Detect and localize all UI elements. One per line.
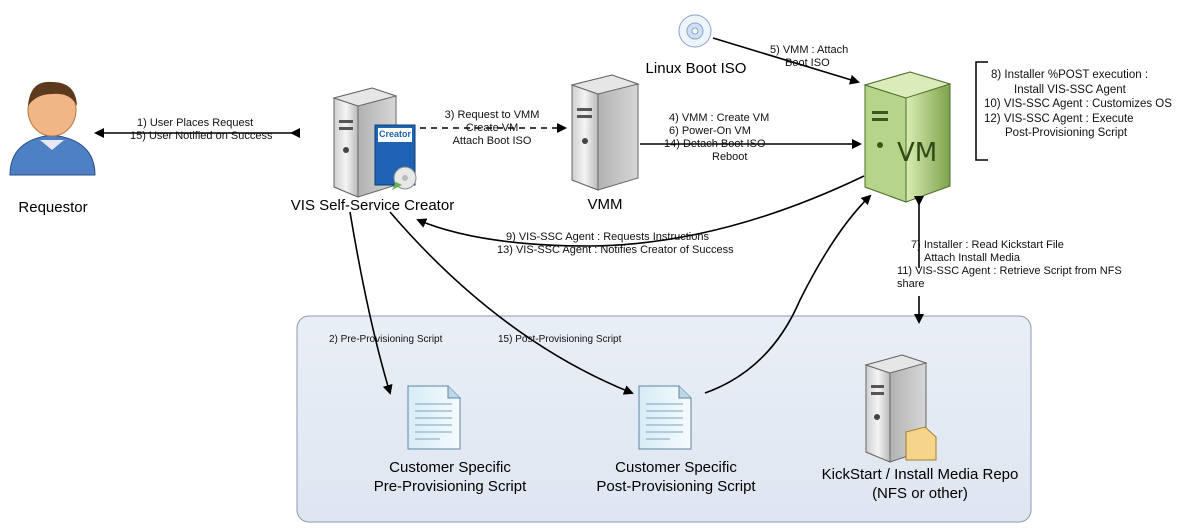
boot-iso-disc-icon [678, 14, 712, 48]
repo-title-line1: KickStart / Install Media Repo [821, 466, 1019, 483]
pre-script-document-icon [407, 385, 461, 450]
edge-installer-repo-line2: Attach Install Media [924, 252, 1020, 264]
vm-note-line4: 12) VIS-SSC Agent : Execute [984, 112, 1134, 125]
repo-title-line2: (NFS or other) [872, 485, 968, 502]
pre-script-title-line2: Pre-Provisioning Script [373, 478, 527, 495]
creator-label: VIS Self-Service Creator [290, 197, 455, 214]
edge-installer-repo-line3: 11) VIS-SSC Agent : Retrieve Script from… [897, 265, 1122, 277]
post-script-title: Customer Specific Post-Provisioning Scri… [576, 458, 776, 496]
vm-notes: 8) Installer %POST execution : Install V… [984, 68, 1172, 141]
edge-creator-vmm-line3: Attach Boot ISO [452, 135, 532, 147]
creator-box-title: Creator [379, 129, 412, 139]
edge-label-creator-vmm: 3) Request to VMM Create VM Attach Boot … [432, 109, 552, 148]
edge-creator-vmm-line2: Create VM [465, 122, 519, 134]
vm-note-line3: 10) VIS-SSC Agent : Customizes OS [984, 98, 1172, 110]
post-script-title-line1: Customer Specific [615, 459, 737, 476]
vmm-label: VMM [587, 196, 623, 213]
edge-vmm-vm-line4: Reboot [712, 151, 748, 163]
edges [94, 37, 988, 395]
vm-note-line2: Install VIS-SSC Agent [1014, 83, 1126, 96]
post-script-title-line2: Post-Provisioning Script [596, 478, 756, 495]
edge-user-line2: 15) User Notified on Success [130, 130, 273, 142]
edge-iso-vm-line1: 5) VMM : Attach [770, 44, 849, 56]
vmm-server-icon [570, 74, 640, 191]
creator-server-icon [332, 87, 417, 198]
edge-agent-creator-line1: 9) VIS-SSC Agent : Requests Instructions [506, 231, 709, 243]
edge-installer-repo-line1: 7) Installer : Read Kickstart File [911, 239, 1064, 251]
vm-note-line1: 8) Installer %POST execution : [991, 69, 1149, 81]
edge-label-user: 1) User Places Request 15) User Notified… [130, 117, 272, 143]
edge-label-iso-vm: 5) VMM : Attach Boot ISO [770, 44, 848, 70]
pre-script-title-line1: Customer Specific [389, 459, 511, 476]
edge-user-line1: 1) User Places Request [137, 117, 254, 129]
edge-label-post-script: 15) Post-Provisioning Script [498, 334, 622, 345]
edge-label-vmm-vm: 4) VMM : Create VM 6) Power-On VM 14) De… [664, 112, 769, 164]
edge-installer-repo-line4: share [897, 278, 925, 290]
post-script-document-icon [638, 385, 692, 450]
edge-label-pre-script: 2) Pre-Provisioning Script [329, 334, 443, 345]
requestor-label: Requestor [18, 199, 88, 216]
vm-server-icon [863, 71, 952, 203]
edge-vmm-vm-line3: 14) Detach Boot ISO [664, 138, 766, 150]
edge-vmm-vm-line2: 6) Power-On VM [669, 125, 751, 137]
edge-label-agent-creator: 9) VIS-SSC Agent : Requests Instructions… [497, 231, 734, 257]
iso-label: Linux Boot ISO [645, 60, 747, 77]
vm-note-line5: Post-Provisioning Script [1005, 127, 1128, 139]
edge-label-installer-repo: 7) Installer : Read Kickstart File Attac… [897, 239, 1122, 291]
edge-creator-vmm-line1: 3) Request to VMM [444, 109, 540, 121]
pre-script-title: Customer Specific Pre-Provisioning Scrip… [360, 458, 540, 496]
vm-badge: VM [897, 138, 938, 168]
edge-agent-creator-line2: 13) VIS-SSC Agent : Notifies Creator of … [497, 244, 734, 256]
requestor-icon [9, 81, 96, 176]
edge-vmm-vm-line1: 4) VMM : Create VM [669, 112, 770, 124]
repo-title: KickStart / Install Media Repo (NFS or o… [785, 465, 1055, 503]
edge-iso-vm-line2: Boot ISO [785, 57, 830, 69]
repo-server-icon [864, 354, 937, 463]
